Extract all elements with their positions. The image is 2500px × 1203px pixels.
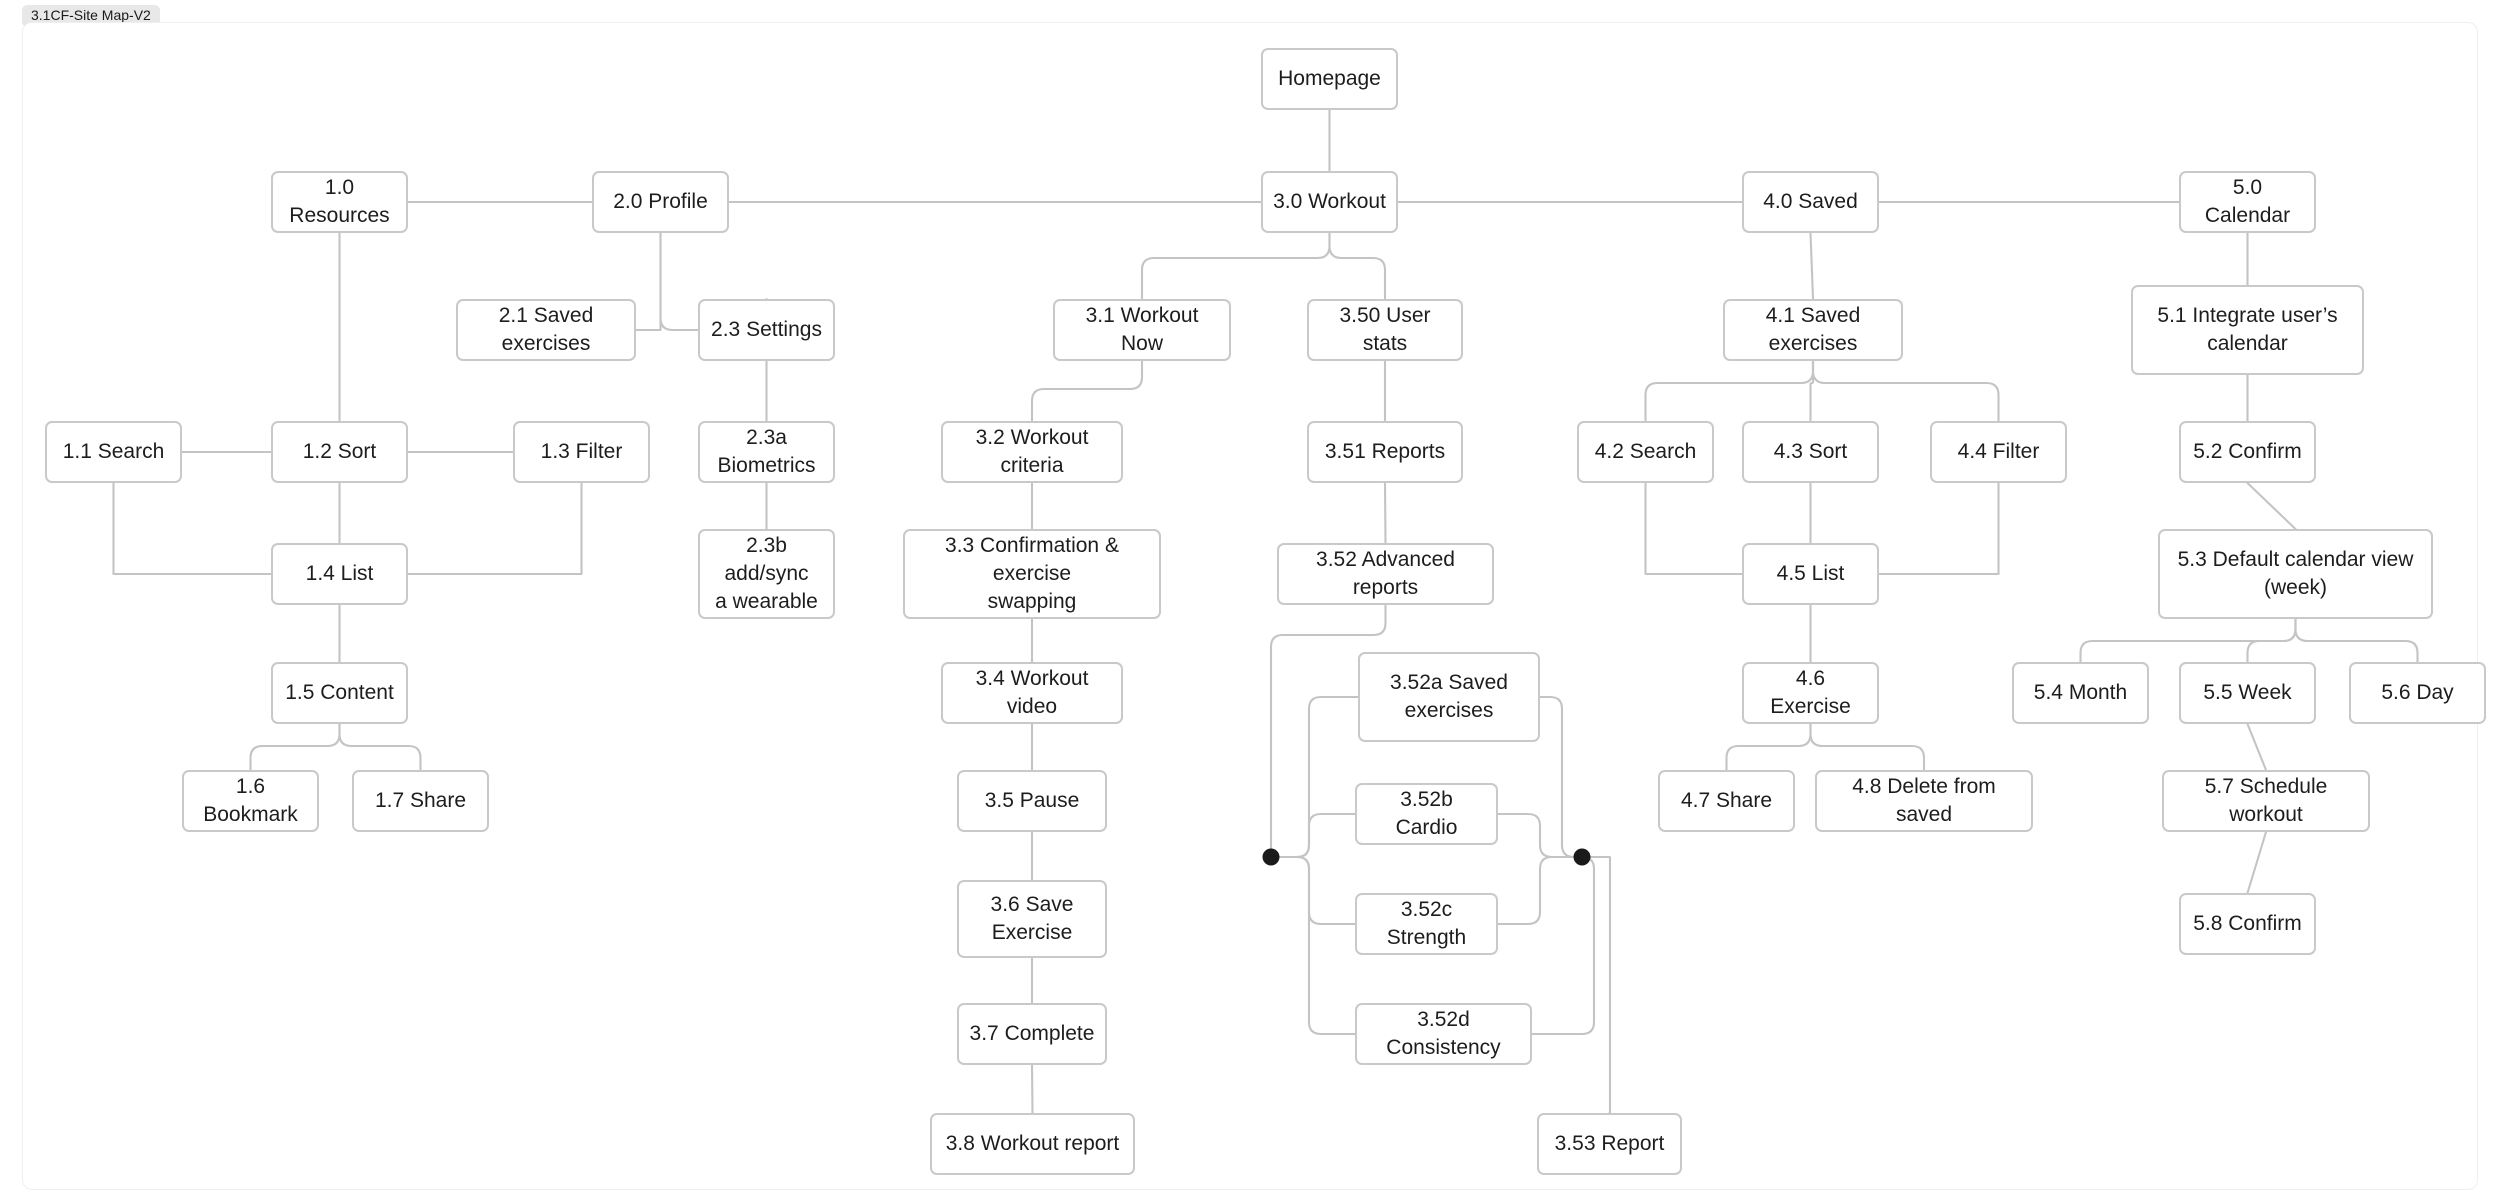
sitemap-node-n2-1[interactable]: 2.1 Saved exercises <box>456 299 636 361</box>
sitemap-node-n2-3a[interactable]: 2.3a Biometrics <box>698 421 835 483</box>
sitemap-node-n3-4[interactable]: 3.4 Workout video <box>941 662 1123 724</box>
sitemap-node-n3-51[interactable]: 3.51 Reports <box>1307 421 1463 483</box>
sitemap-node-n3-52b[interactable]: 3.52b Cardio <box>1355 783 1498 845</box>
sitemap-node-n3-52c[interactable]: 3.52c Strength <box>1355 893 1498 955</box>
sitemap-node-n2-3b[interactable]: 2.3b add/sync a wearable <box>698 529 835 619</box>
sitemap-node-n4-8[interactable]: 4.8 Delete from saved <box>1815 770 2033 832</box>
sitemap-node-n3-53[interactable]: 3.53 Report <box>1537 1113 1682 1175</box>
sitemap-node-n2-3[interactable]: 2.3 Settings <box>698 299 835 361</box>
sitemap-node-n3-5[interactable]: 3.5 Pause <box>957 770 1107 832</box>
sitemap-node-n4-2[interactable]: 4.2 Search <box>1577 421 1714 483</box>
sitemap-node-n4-4[interactable]: 4.4 Filter <box>1930 421 2067 483</box>
sitemap-node-n5-5[interactable]: 5.5 Week <box>2179 662 2316 724</box>
sitemap-node-n1-7[interactable]: 1.7 Share <box>352 770 489 832</box>
sitemap-node-n4-7[interactable]: 4.7 Share <box>1658 770 1795 832</box>
sitemap-node-n5-3[interactable]: 5.3 Default calendar view (week) <box>2158 529 2433 619</box>
sitemap-node-n4-5[interactable]: 4.5 List <box>1742 543 1879 605</box>
sitemap-node-n3-6[interactable]: 3.6 Save Exercise <box>957 880 1107 958</box>
sitemap-node-n1-2[interactable]: 1.2 Sort <box>271 421 408 483</box>
sitemap-node-n3-1[interactable]: 3.1 Workout Now <box>1053 299 1231 361</box>
sitemap-node-n1-3[interactable]: 1.3 Filter <box>513 421 650 483</box>
sitemap-node-n1-1[interactable]: 1.1 Search <box>45 421 182 483</box>
sitemap-node-n3-3[interactable]: 3.3 Confirmation & exercise swapping <box>903 529 1161 619</box>
sitemap-node-n5-8[interactable]: 5.8 Confirm <box>2179 893 2316 955</box>
sitemap-node-n5-0[interactable]: 5.0 Calendar <box>2179 171 2316 233</box>
sitemap-node-n1-0[interactable]: 1.0 Resources <box>271 171 408 233</box>
sitemap-node-n5-7[interactable]: 5.7 Schedule workout <box>2162 770 2370 832</box>
sitemap-node-n4-3[interactable]: 4.3 Sort <box>1742 421 1879 483</box>
sitemap-node-n4-0[interactable]: 4.0 Saved <box>1742 171 1879 233</box>
sitemap-node-n5-4[interactable]: 5.4 Month <box>2012 662 2149 724</box>
sitemap-node-n3-7[interactable]: 3.7 Complete <box>957 1003 1107 1065</box>
sitemap-node-n5-6[interactable]: 5.6 Day <box>2349 662 2486 724</box>
sitemap-node-n4-6[interactable]: 4.6 Exercise <box>1742 662 1879 724</box>
sitemap-node-home[interactable]: Homepage <box>1261 48 1398 110</box>
sitemap-node-n3-52[interactable]: 3.52 Advanced reports <box>1277 543 1494 605</box>
sitemap-node-n2-0[interactable]: 2.0 Profile <box>592 171 729 233</box>
sitemap-node-n3-50[interactable]: 3.50 User stats <box>1307 299 1463 361</box>
sitemap-node-n5-1[interactable]: 5.1 Integrate user’s calendar <box>2131 285 2364 375</box>
sitemap-node-n3-8[interactable]: 3.8 Workout report <box>930 1113 1135 1175</box>
sitemap-node-n1-6[interactable]: 1.6 Bookmark <box>182 770 319 832</box>
sitemap-node-n1-4[interactable]: 1.4 List <box>271 543 408 605</box>
sitemap-node-n5-2[interactable]: 5.2 Confirm <box>2179 421 2316 483</box>
sitemap-node-n3-0[interactable]: 3.0 Workout <box>1261 171 1398 233</box>
sitemap-node-n3-52a[interactable]: 3.52a Saved exercises <box>1358 652 1540 742</box>
sitemap-node-n3-2[interactable]: 3.2 Workout criteria <box>941 421 1123 483</box>
sitemap-node-n3-52d[interactable]: 3.52d Consistency <box>1355 1003 1532 1065</box>
sitemap-node-n4-1[interactable]: 4.1 Saved exercises <box>1723 299 1903 361</box>
sitemap-node-n1-5[interactable]: 1.5 Content <box>271 662 408 724</box>
